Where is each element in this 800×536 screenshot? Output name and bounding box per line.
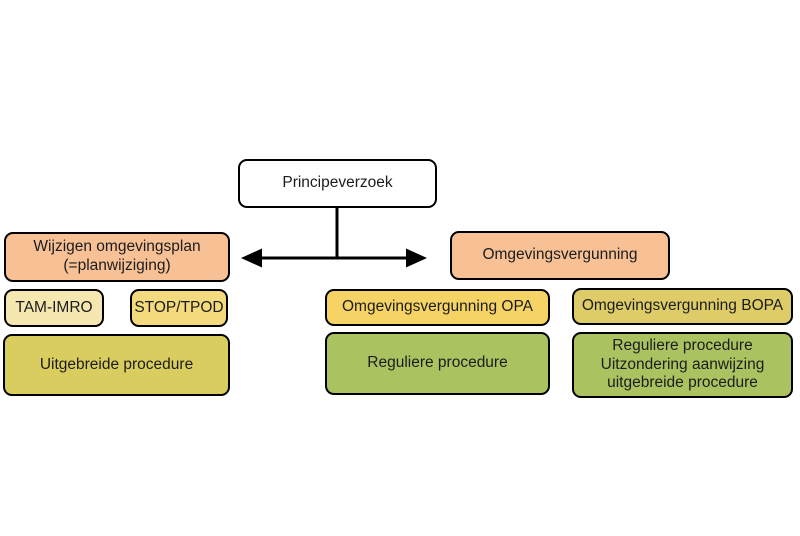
node-tam-imro: TAM-IMRO [4,289,104,327]
node-omgevingsvergunning-bopa: Omgevingsvergunning BOPA [572,288,793,325]
node-label-line1: Reguliere procedure [612,336,753,354]
node-label-line3: uitgebreide procedure [607,374,758,392]
node-label-line1: Wijzigen omgevingsplan [33,238,201,256]
node-principeverzoek: Principeverzoek [238,159,437,208]
node-bopa-procedure: Reguliere procedure Uitzondering aanwijz… [572,332,793,398]
arrowhead-left-icon [241,248,262,268]
node-omgevingsvergunning-opa: Omgevingsvergunning OPA [325,289,550,326]
node-wijzigen-omgevingsplan: Wijzigen omgevingsplan (=planwijziging) [4,232,230,282]
node-omgevingsvergunning: Omgevingsvergunning [450,231,670,280]
node-label-line2: (=planwijziging) [63,257,171,274]
node-label-line2: Uitzondering aanwijzing [600,355,765,373]
node-reguliere-procedure: Reguliere procedure [325,332,550,395]
node-stop-tpod: STOP/TPOD [130,289,228,327]
node-uitgebreide-procedure: Uitgebreide procedure [3,334,230,396]
arrowhead-right-icon [406,248,427,268]
